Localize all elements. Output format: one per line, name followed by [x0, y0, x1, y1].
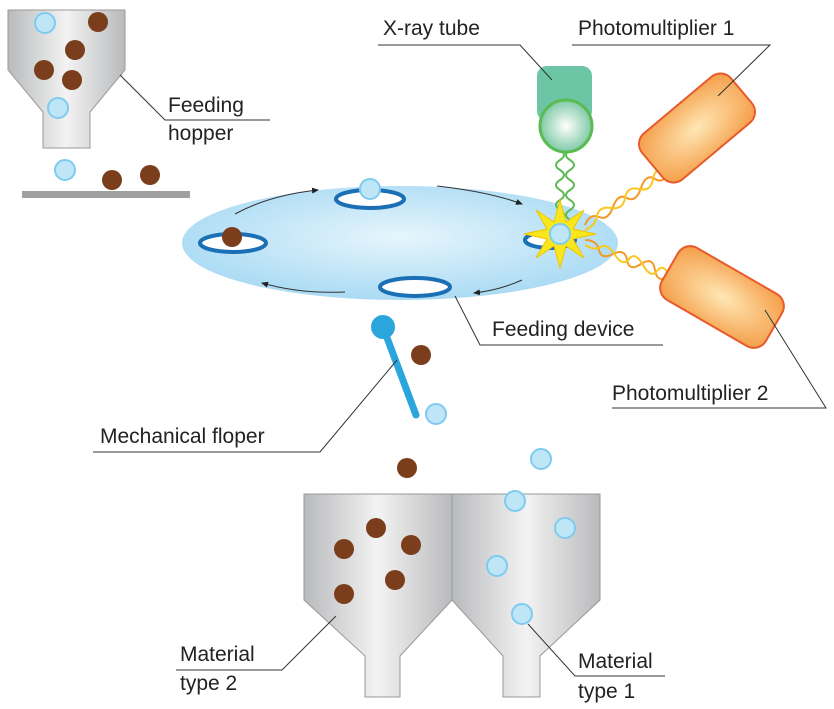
- label-feeding-hopper: Feeding: [168, 94, 244, 117]
- hopper-material-type-1: [451, 490, 601, 698]
- particle-blue: [425, 403, 447, 425]
- particle-blue: [530, 448, 552, 470]
- feeding-hopper: [7, 9, 126, 149]
- mechanical-floper: [371, 315, 420, 419]
- particle-brown: [397, 458, 417, 478]
- hopper-material-type-2: [303, 493, 453, 698]
- label-mechanical-floper: Mechanical floper: [100, 425, 265, 448]
- particle-blue: [54, 159, 76, 181]
- label-material-type-2: Material: [180, 643, 255, 666]
- label-photomultiplier-1: Photomultiplier 1: [578, 17, 734, 40]
- photomultiplier-1: [584, 72, 756, 231]
- xray-tube: [537, 66, 594, 231]
- particle-brown: [411, 345, 431, 365]
- photomultiplier-2: [584, 239, 785, 349]
- label-material-type-2-line2: type 2: [180, 672, 237, 695]
- label-material-type-1: Material: [578, 650, 653, 673]
- particle-brown: [140, 165, 160, 185]
- leader-lines: [93, 44, 827, 677]
- label-feeding-device: Feeding device: [492, 318, 634, 341]
- label-xray-tube: X-ray tube: [383, 17, 480, 40]
- label-material-type-1-line2: type 1: [578, 680, 635, 703]
- flash-star-icon: [523, 198, 597, 270]
- conveyor-shelf: [22, 191, 190, 198]
- label-feeding-hopper-2: hopper: [168, 122, 233, 145]
- label-photomultiplier-2: Photomultiplier 2: [612, 382, 768, 405]
- particle-brown: [102, 170, 122, 190]
